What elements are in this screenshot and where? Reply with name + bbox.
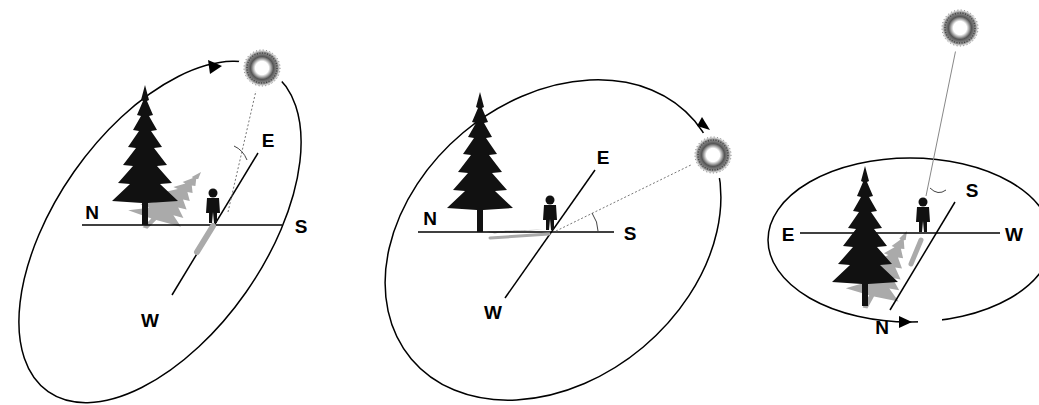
compass-label: W [484,303,502,322]
person-shadow [197,226,213,252]
panel-summer [0,12,358,405]
sun-orbit [768,158,1039,322]
sun-ray [926,44,957,196]
angle-arc [930,188,946,193]
panel-southern [768,4,1039,328]
east-west-line [172,153,258,295]
sun [238,44,286,92]
compass-label: S [295,217,308,236]
sun [689,131,737,179]
horizon-line [418,231,614,233]
tree [447,92,513,232]
horizon-line [800,232,1000,234]
horizon-line [82,224,282,226]
sun-orbit [0,12,358,405]
compass-label: E [597,148,610,167]
tree [112,85,178,225]
compass-label: N [423,209,437,228]
compass-label: S [966,181,979,200]
person-shadow [490,234,549,238]
compass-label: E [782,225,795,244]
orbit-arrowhead [899,316,912,328]
person [543,196,557,231]
orbit-arrowhead [208,60,222,74]
compass-label: E [262,131,275,150]
sun-ray [228,82,258,212]
person [916,198,930,233]
angle-arc [234,146,247,160]
orbit-arrowhead [697,117,710,130]
sun [936,4,984,52]
compass-label: W [1005,225,1023,244]
angle-arc [592,213,598,231]
orbit-gap [918,312,942,328]
person-shadow [911,240,921,264]
sun-ray [556,162,697,231]
tree [832,166,898,306]
sun-orbit [321,14,784,405]
compass-label: W [141,311,159,330]
person [206,189,220,224]
compass-label: S [624,224,637,243]
compass-label: N [85,203,99,222]
panel-equinox [321,14,784,405]
compass-label: N [875,318,889,337]
